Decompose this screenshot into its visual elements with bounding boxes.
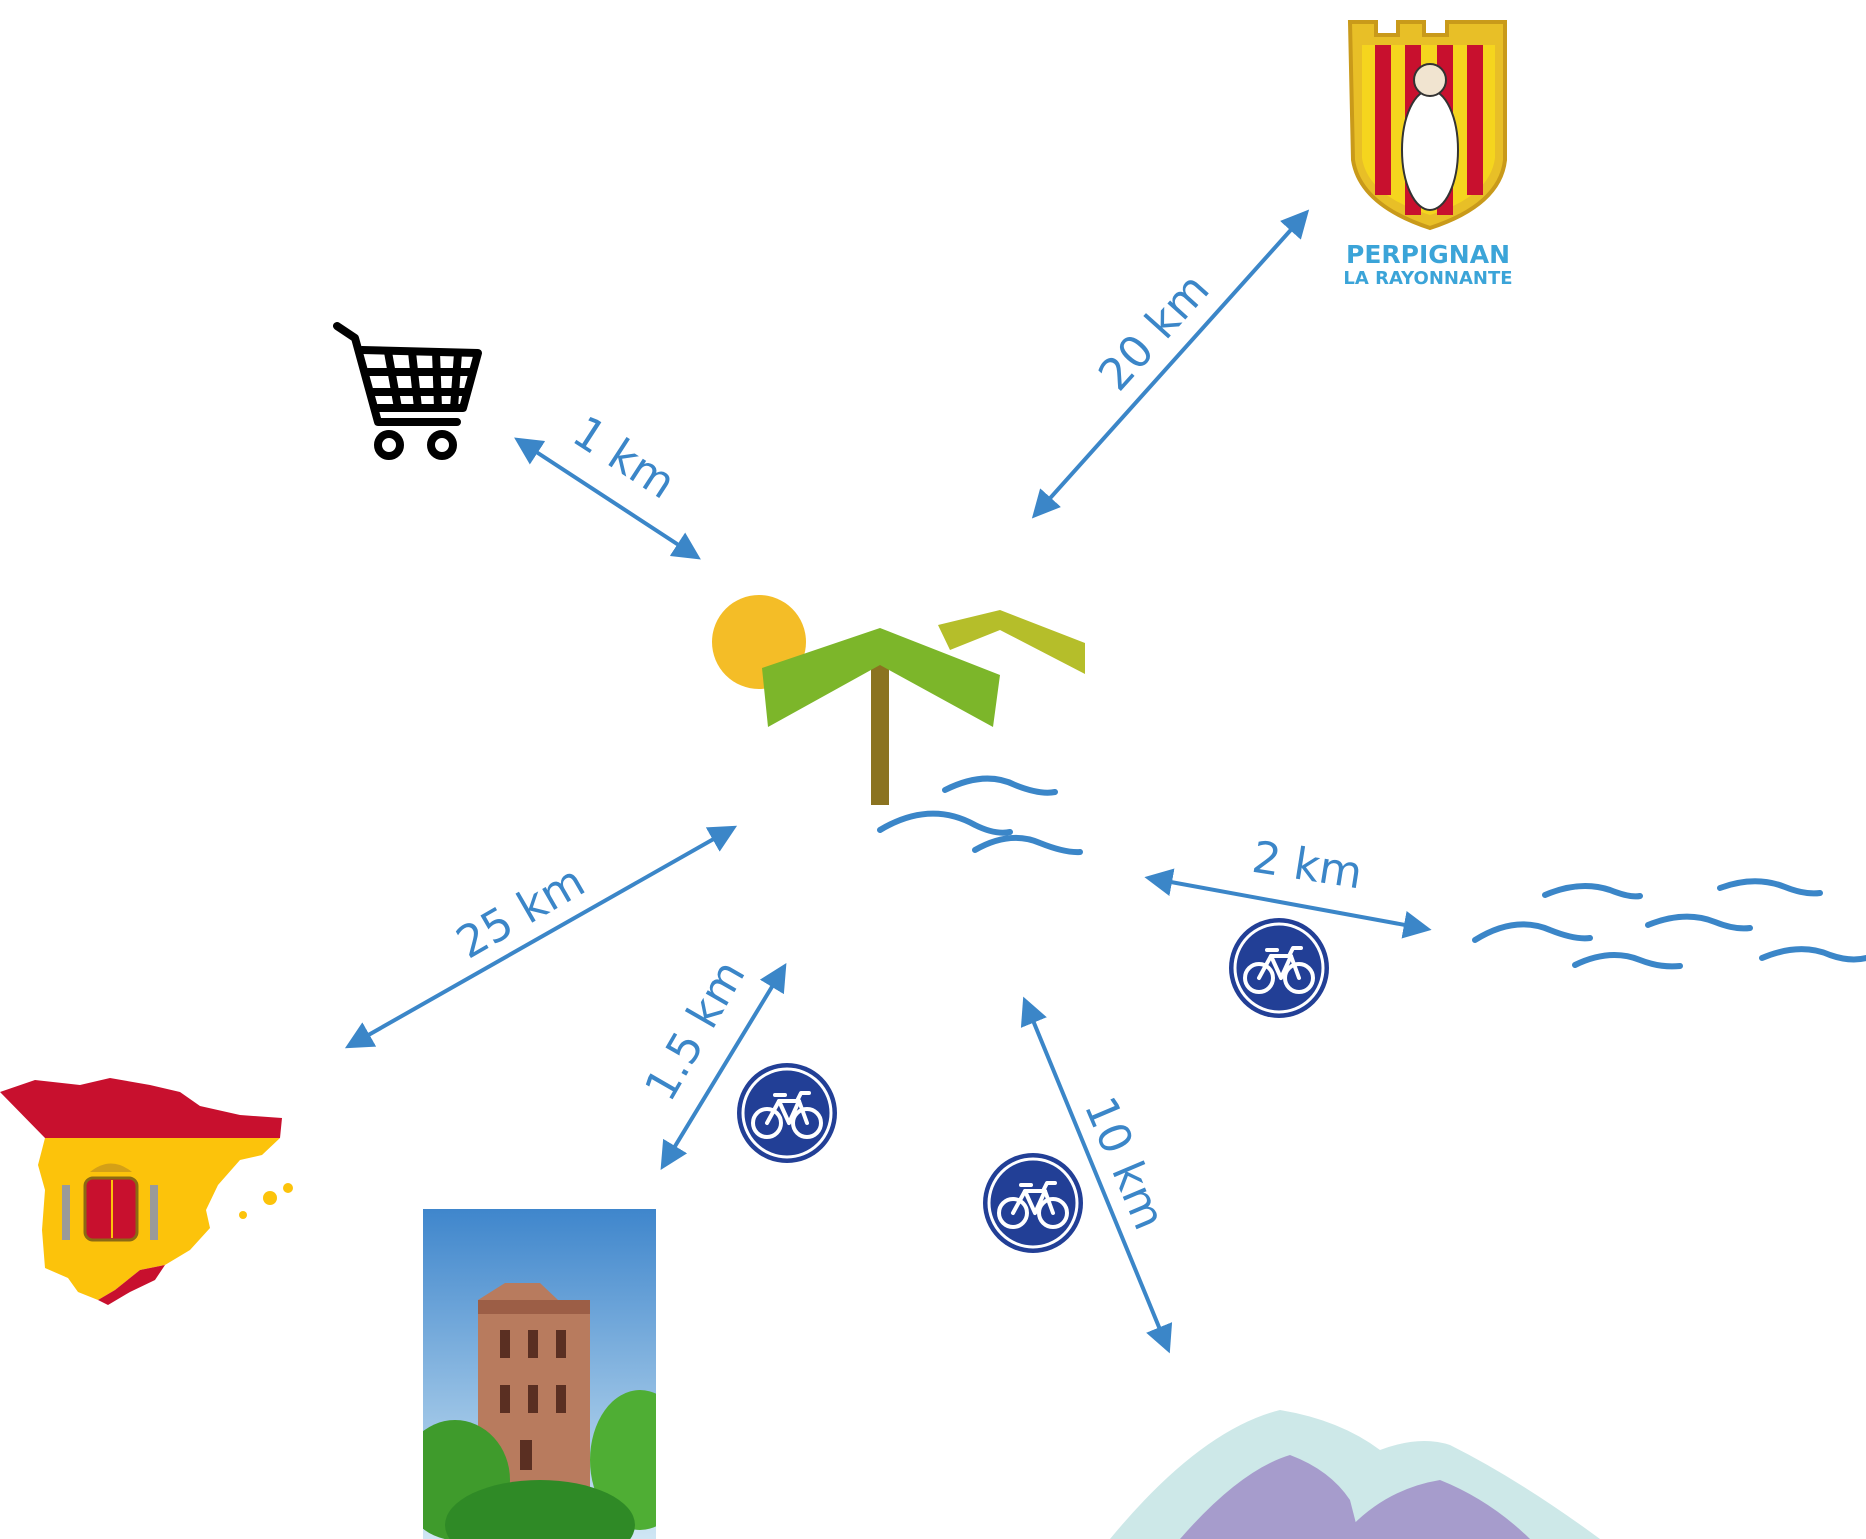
distance-label-sea: 2 km (1249, 832, 1366, 900)
arrow-spain (344, 825, 738, 1049)
arrow-perpignan (1031, 209, 1310, 519)
distance-label-village: 1.5 km (635, 952, 755, 1109)
bicycle-route-sign-icon (1229, 918, 1329, 1018)
beach-campsite-logo-icon (712, 595, 1085, 856)
arrow-sea (1144, 868, 1432, 939)
palm-leaf-green (762, 628, 1000, 727)
shopping-cart-icon (333, 322, 482, 460)
perpignan-coat-of-arms-icon: PERPIGNAN LA RAYONNANTE (1343, 20, 1513, 289)
mountains-icon (1110, 1410, 1600, 1539)
bicycle-route-sign-icon (981, 1151, 1085, 1255)
bell-tower-photo (423, 1209, 656, 1539)
distance-label-spain: 25 km (448, 856, 593, 969)
perpignan-logo-line2: LA RAYONNANTE (1343, 268, 1512, 289)
distance-label-shopping: 1 km (564, 406, 684, 509)
hub-waves-icon (877, 775, 1083, 856)
bicycle-route-sign-icon (735, 1061, 839, 1165)
sea-waves-icon (1472, 878, 1866, 970)
perpignan-logo-line1: PERPIGNAN (1346, 240, 1510, 269)
distance-label-mountains: 10 km (1074, 1090, 1175, 1237)
spain-map-icon (0, 1078, 293, 1305)
arrow-shopping (514, 437, 701, 560)
arrow-mountains (1020, 996, 1173, 1354)
arrow-village (660, 963, 787, 1170)
palm-leaf-olive (938, 610, 1085, 674)
spain-coat-of-arms-icon (62, 1163, 158, 1242)
distance-arrows (344, 209, 1432, 1354)
palm-trunk (871, 660, 889, 805)
